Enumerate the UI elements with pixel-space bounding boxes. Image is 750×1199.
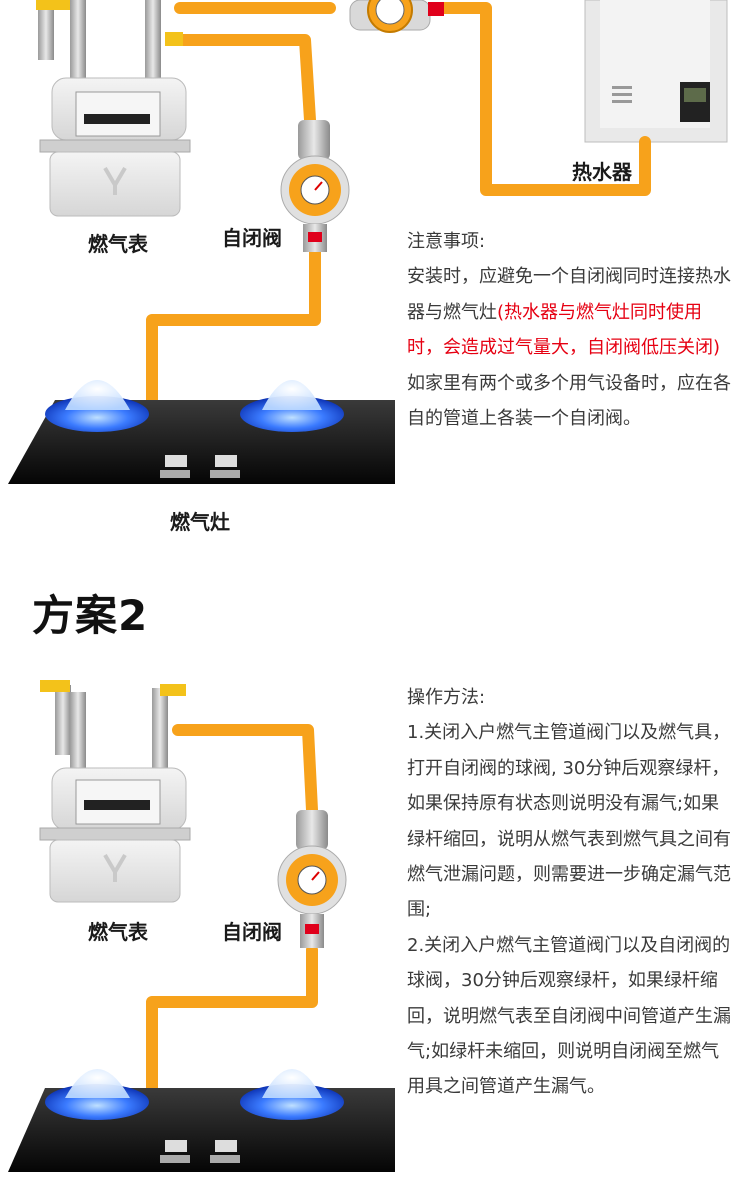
instructions-step2: 2.关闭入户燃气主管道阀门以及自闭阀的球阀，30分钟后观察绿杆，如果绿杆缩回，说… [407,934,731,1098]
notes-text-part2: 如家里有两个或多个用气设备时，应在各自的管道上各装一个自闭阀。 [407,372,731,430]
notes-text-part1: 安装时，应避免一个自闭阀同时连接热水器与燃气灶 [407,266,731,323]
stove-label: 燃气灶 [170,510,230,534]
section1-pipes [146,2,651,406]
gas-stove [8,380,395,484]
self-closing-valve [280,120,350,252]
self-closing-valve-2 [277,810,347,948]
instructions-title: 操作方法: [407,687,486,708]
notes-highlight: (热水器与燃气灶同时使用时，会造成过气量大，自闭阀低压关闭) [407,301,721,359]
notes-block: 注意事项: 安装时，应避免一个自闭阀同时连接热水器与燃气灶(热水器与燃气灶同时使… [407,224,737,436]
gas-meter-label-2: 燃气表 [88,920,148,944]
instructions-block: 操作方法: 1.关闭入户燃气主管道阀门以及燃气具，打开自闭阀的球阀, 30分钟后… [407,680,737,1105]
valve-label: 自闭阀 [222,226,282,250]
section2-diagram [8,680,395,1172]
section1-diagram [8,0,728,484]
top-valve [349,0,444,33]
notes-text: 安装时，应避免一个自闭阀同时连接热水器与燃气灶(热水器与燃气灶同时使用时，会造成… [407,259,737,436]
section2-pipes [146,724,318,1094]
plan-title: 方案2 [32,591,149,640]
water-heater [584,0,728,143]
valve-label-2: 自闭阀 [222,920,282,944]
notes-title: 注意事项: [407,231,486,252]
gas-meter-label: 燃气表 [88,232,148,256]
gas-stove-2 [8,1069,395,1172]
instructions-step1: 1.关闭入户燃气主管道阀门以及燃气具，打开自闭阀的球阀, 30分钟后观察绿杆，如… [407,722,731,921]
water-heater-label: 热水器 [572,160,632,184]
gas-meter-2 [39,680,191,903]
gas-meter [36,0,191,217]
